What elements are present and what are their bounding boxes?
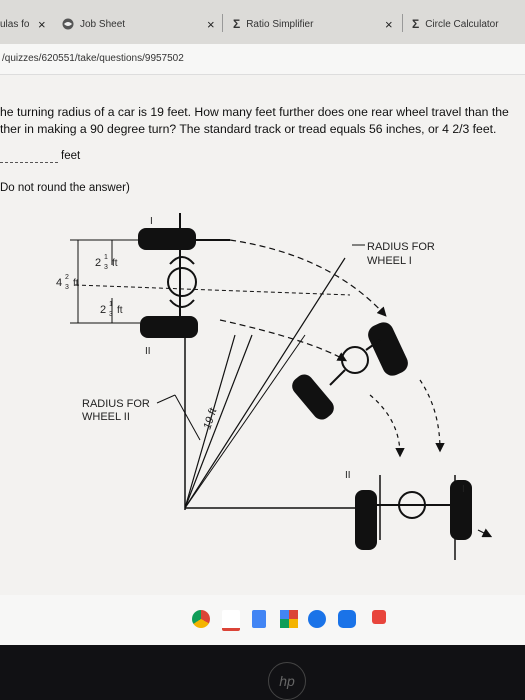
globe-icon	[62, 18, 74, 30]
radius-length-label: 19 ft	[201, 406, 219, 431]
car-middle	[292, 322, 408, 420]
answer-unit: feet	[61, 150, 81, 162]
dimension-mid: 2 1 3 ft	[100, 301, 123, 318]
dimension-left: 4 2 3 ft	[56, 274, 79, 291]
question-line-2: ther in making a 90 degree turn? The sta…	[0, 122, 497, 136]
play-icon[interactable]	[372, 610, 386, 624]
radius-wheel-2-label-line2: WHEEL II	[82, 411, 130, 423]
chrome-icon[interactable]	[192, 610, 210, 628]
app-icon[interactable]	[338, 610, 356, 628]
wheel-mark-top: I	[150, 216, 153, 227]
close-icon[interactable]: ×	[207, 16, 215, 32]
screen: ulas fo × Job Sheet × Σ Ratio Simplifier…	[0, 0, 525, 645]
docs-icon[interactable]	[252, 610, 266, 628]
answer-input[interactable]	[0, 150, 58, 163]
car-bottom	[355, 480, 472, 550]
wheel-mark-bottom-left: II	[345, 470, 351, 481]
rounding-note: Do not round the answer)	[0, 182, 130, 194]
sigma-icon: Σ	[412, 17, 420, 31]
address-bar[interactable]: /quizzes/620551/take/questions/9957502	[0, 44, 525, 75]
svg-text:3: 3	[65, 284, 69, 291]
meet-icon[interactable]	[308, 610, 326, 628]
radius-wheel-2-label-line1: RADIUS FOR	[82, 398, 150, 410]
svg-text:3: 3	[109, 311, 113, 318]
svg-text:1: 1	[109, 301, 113, 308]
close-icon[interactable]: ×	[38, 16, 46, 32]
radius-wheel-1-label-line2: WHEEL I	[367, 255, 412, 267]
tab-label: Job Sheet	[80, 18, 126, 30]
tab-circle-calculator[interactable]: Σ Circle Calculator	[412, 10, 525, 38]
tab-job-sheet[interactable]: Job Sheet ×	[62, 10, 222, 38]
tab-label: ulas fo	[0, 18, 30, 30]
svg-text:1: 1	[104, 254, 108, 261]
svg-text:ft: ft	[112, 258, 118, 269]
answer-row: feet	[0, 150, 80, 163]
sigma-icon: Σ	[233, 17, 241, 31]
gmail-icon[interactable]	[222, 610, 240, 631]
tab-label: Circle Calculator	[425, 18, 499, 30]
svg-text:ft: ft	[73, 278, 79, 289]
tab-label: Ratio Simplifier	[246, 18, 314, 30]
svg-text:ft: ft	[117, 305, 123, 316]
car-top	[138, 228, 198, 338]
tab-ratio-simplifier[interactable]: Σ Ratio Simplifier ×	[233, 10, 403, 38]
wheel-mark-bottom-right: I	[462, 484, 465, 495]
svg-text:3: 3	[104, 264, 108, 271]
wheel-mark-mid: II	[145, 346, 151, 357]
svg-text:2: 2	[95, 257, 101, 269]
tab-formulas[interactable]: ulas fo ×	[0, 10, 55, 38]
photos-icon[interactable]	[280, 610, 298, 628]
close-icon[interactable]: ×	[385, 16, 393, 32]
radius-wheel-1-label-line1: RADIUS FOR	[367, 241, 435, 253]
tab-bar: ulas fo × Job Sheet × Σ Ratio Simplifier…	[0, 0, 525, 44]
svg-text:4: 4	[56, 277, 62, 289]
turning-radius-diagram: RADIUS FOR WHEEL I RADIUS FOR WHEEL II 1…	[56, 213, 493, 560]
svg-text:2: 2	[100, 304, 106, 316]
laptop-bezel	[0, 645, 525, 700]
question-line-1: he turning radius of a car is 19 feet. H…	[0, 105, 509, 119]
hp-logo: hp	[268, 662, 306, 700]
svg-text:2: 2	[65, 274, 69, 281]
question-text: he turning radius of a car is 19 feet. H…	[0, 104, 520, 138]
url-text: /quizzes/620551/take/questions/9957502	[2, 53, 184, 64]
dimension-top: 2 1 3 ft	[95, 254, 118, 271]
